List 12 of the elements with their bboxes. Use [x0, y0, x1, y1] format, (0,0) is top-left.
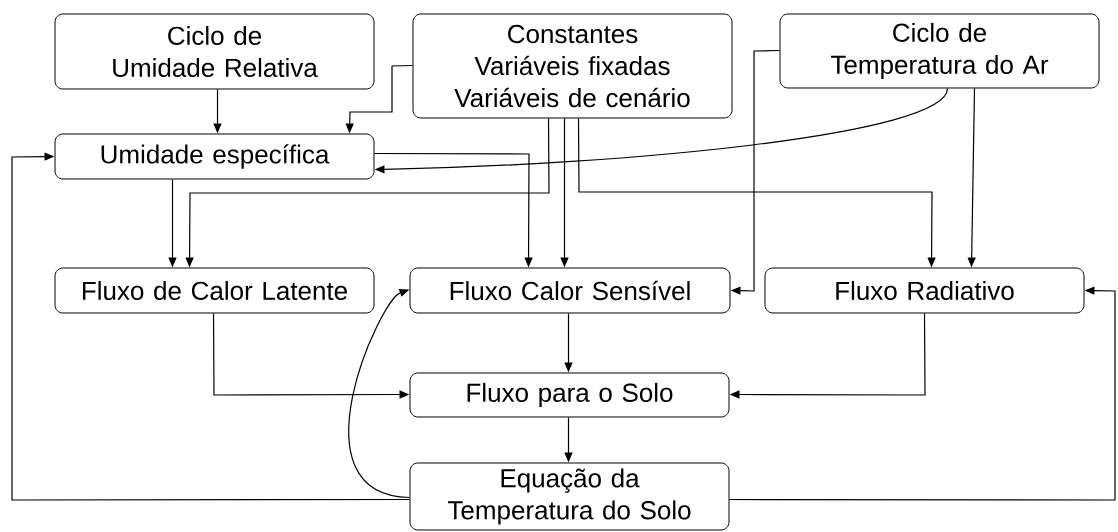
process-box: Ciclo de Temperatura do Ar [779, 13, 1100, 89]
arrow [728, 286, 1116, 501]
process-box: Equação da Temperatura do Solo [409, 462, 730, 531]
process-box: Ciclo de Umidade Relativa [54, 13, 375, 90]
arrow [348, 288, 411, 499]
process-box: Fluxo Calor Sensível [409, 267, 731, 314]
process-box: Fluxo para o Solo [409, 372, 730, 418]
process-box: Fluxo Radiativo [764, 267, 1085, 314]
process-box: Constantes Variáveis fixadas Variáveis de cenário [412, 13, 733, 119]
arrow [11, 152, 411, 501]
process-box: Umidade específica [54, 133, 375, 180]
process-box: Fluxo de Calor Latente [54, 267, 375, 314]
